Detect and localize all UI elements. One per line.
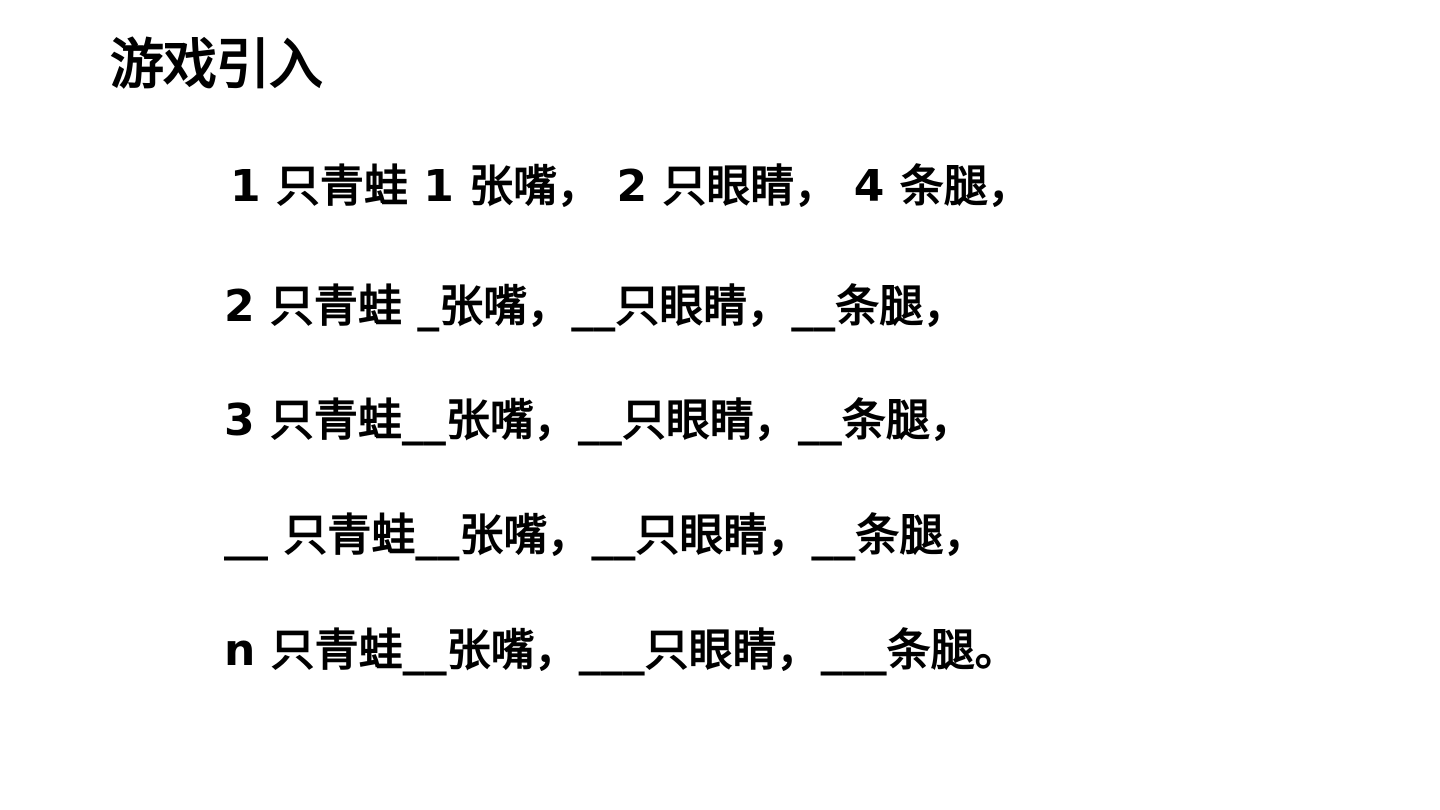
frog-line-1: 1 只青蛙 1 张嘴， 2 只眼睛， 4 条腿， [230, 161, 1032, 212]
frog-line-2: 2 只青蛙 _张嘴，__只眼睛，__条腿， [224, 281, 968, 332]
frog-line-3: 3 只青蛙__张嘴，__只眼睛，__条腿， [224, 395, 974, 446]
frog-line-4: __ 只青蛙__张嘴，__只眼睛，__条腿， [224, 510, 988, 561]
slide-title: 游戏引入 [110, 33, 323, 96]
frog-line-n: n 只青蛙__张嘴，___只眼睛，___条腿。 [224, 625, 1019, 676]
